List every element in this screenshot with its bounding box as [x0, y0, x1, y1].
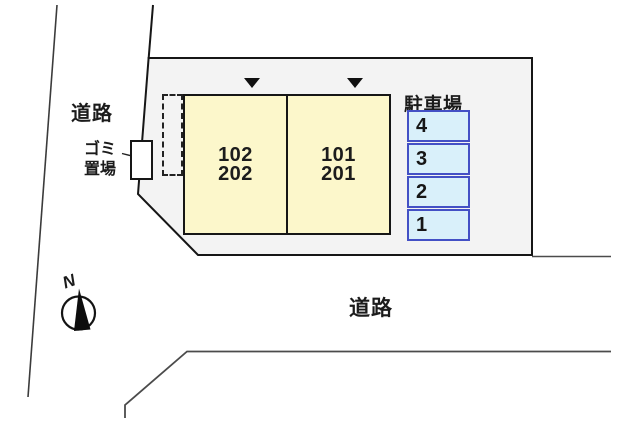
parking-stall-number: 1 — [416, 213, 428, 236]
garbage-station-label: ゴミ 置場 — [84, 140, 116, 179]
parking-stall-column: 4 3 2 1 — [407, 110, 470, 241]
road-label-bottom: 道路 — [349, 297, 393, 320]
unit-label: 101 201 — [321, 144, 356, 185]
garbage-label-line1: ゴミ — [84, 141, 117, 158]
unit-number-lower: 201 — [321, 162, 356, 185]
garbage-station-box — [130, 140, 153, 180]
parking-stall: 4 — [407, 110, 470, 142]
building-block: 102 202 101 201 — [183, 94, 391, 235]
parking-stall: 2 — [407, 176, 470, 208]
parking-stall-number: 4 — [416, 114, 428, 137]
road-edge-left-line — [27, 4, 58, 398]
parking-stall-number: 2 — [416, 180, 428, 203]
building-unit-101-201: 101 201 — [288, 96, 389, 233]
entrance-marker-icon — [347, 78, 363, 88]
road-label-left: 道路 — [71, 103, 113, 125]
property-boundary-line — [147, 4, 154, 60]
garbage-label-line2: 置場 — [84, 160, 117, 178]
entrance-marker-icon — [244, 78, 260, 88]
unit-number-upper: 102 — [218, 144, 253, 166]
parking-stall: 3 — [407, 143, 470, 175]
compass-icon — [60, 288, 97, 331]
road-edge-bottom-line — [124, 350, 611, 418]
unit-label: 102 202 — [218, 144, 253, 185]
building-unit-102-202: 102 202 — [185, 96, 288, 233]
unit-number-upper: 101 — [321, 144, 356, 166]
parking-stall: 1 — [407, 209, 470, 241]
unit-number-lower: 202 — [218, 162, 253, 185]
parking-stall-number: 3 — [416, 147, 428, 170]
setback-dashed-area — [162, 94, 183, 176]
